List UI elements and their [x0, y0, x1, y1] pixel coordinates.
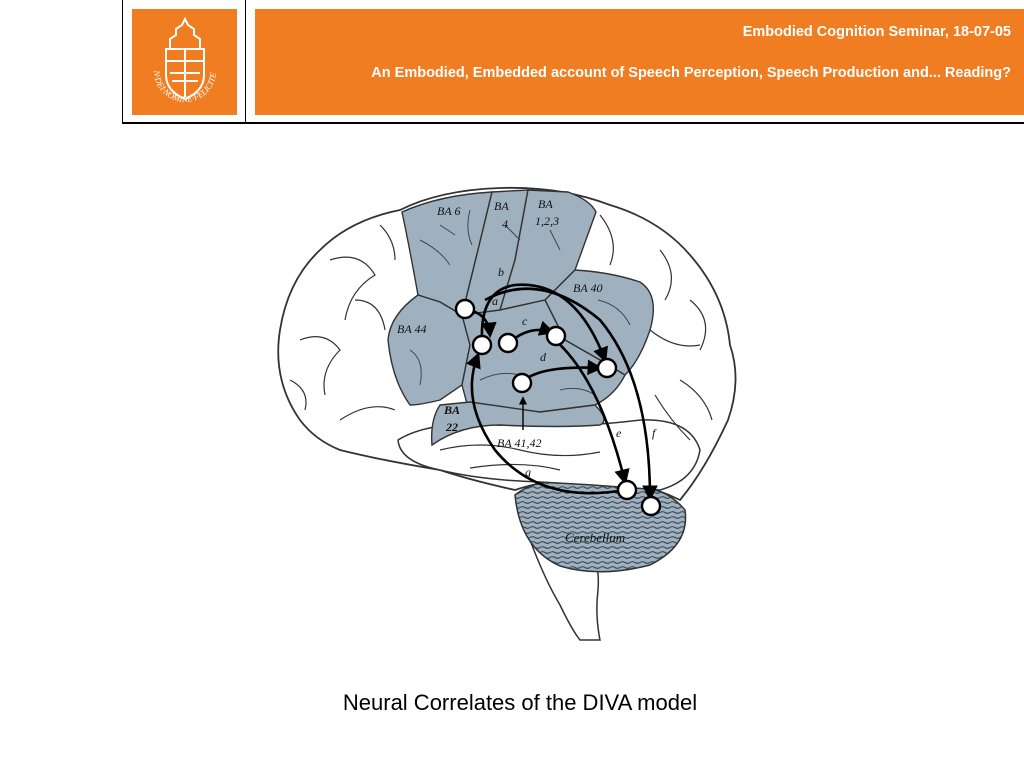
region-ba40 [544, 269, 654, 376]
seminar-title: Embodied Cognition Seminar, 18-07-05 [742, 24, 1011, 40]
label-ba4-b: 4 [502, 217, 508, 231]
label-path-b: b [498, 265, 504, 279]
figure-caption: Neural Correlates of the DIVA model [342, 690, 698, 715]
gyri-lines [289, 214, 713, 471]
university-logo: IN·DEI·NOMINE·FELICITER [128, 1, 237, 115]
title-bar: Embodied Cognition Seminar, 18-07-05 An … [255, 9, 1024, 115]
label-ba22-a: BA [443, 403, 460, 417]
node-parietal [596, 357, 618, 379]
label-path-e: e [616, 426, 622, 440]
path-f [484, 287, 658, 502]
path-e [554, 339, 630, 486]
path-g [466, 352, 626, 495]
node-motor-1 [471, 334, 493, 356]
label-path-c: c [522, 314, 528, 328]
label-ba6: BA 6 [437, 204, 460, 218]
label-ba4-a: BA [494, 199, 509, 213]
label-ba123-b: 1,2,3 [535, 214, 559, 228]
header-divider [245, 0, 246, 123]
node-motor-2 [497, 332, 519, 354]
node-cerebellum-1 [616, 479, 638, 501]
label-ba123-a: BA [538, 197, 553, 211]
node-somatosensory [545, 325, 567, 347]
label-path-f: f [652, 426, 657, 440]
label-ba22-b: 22 [445, 420, 458, 434]
region-ba44 [387, 294, 471, 406]
label-path-d: d [540, 350, 547, 364]
logo-motto: IN·DEI·NOMINE·FELICITER [132, 9, 218, 104]
node-cerebellum-2 [640, 495, 662, 517]
label-ba4142: BA 41,42 [497, 436, 541, 450]
node-premotor [454, 298, 476, 320]
diva-brain-diagram: BA 6 BA 4 BA 1,2,3 BA 40 BA 44 BA 22 BA … [270, 180, 750, 650]
label-cerebellum: Cerebellum [565, 530, 625, 545]
slide-subtitle: An Embodied, Embedded account of Speech … [371, 65, 1011, 81]
node-auditory [511, 372, 533, 394]
university-seal-icon: IN·DEI·NOMINE·FELICITER [128, 1, 218, 104]
path-b [480, 283, 608, 363]
label-ba40: BA 40 [573, 281, 602, 295]
region-sulci [409, 209, 631, 396]
label-ba44: BA 44 [397, 322, 426, 336]
label-path-a: a [492, 294, 498, 308]
model-nodes [454, 298, 662, 517]
brain-illustration: BA 6 BA 4 BA 1,2,3 BA 40 BA 44 BA 22 BA … [277, 186, 737, 641]
label-path-g: g [525, 465, 531, 479]
